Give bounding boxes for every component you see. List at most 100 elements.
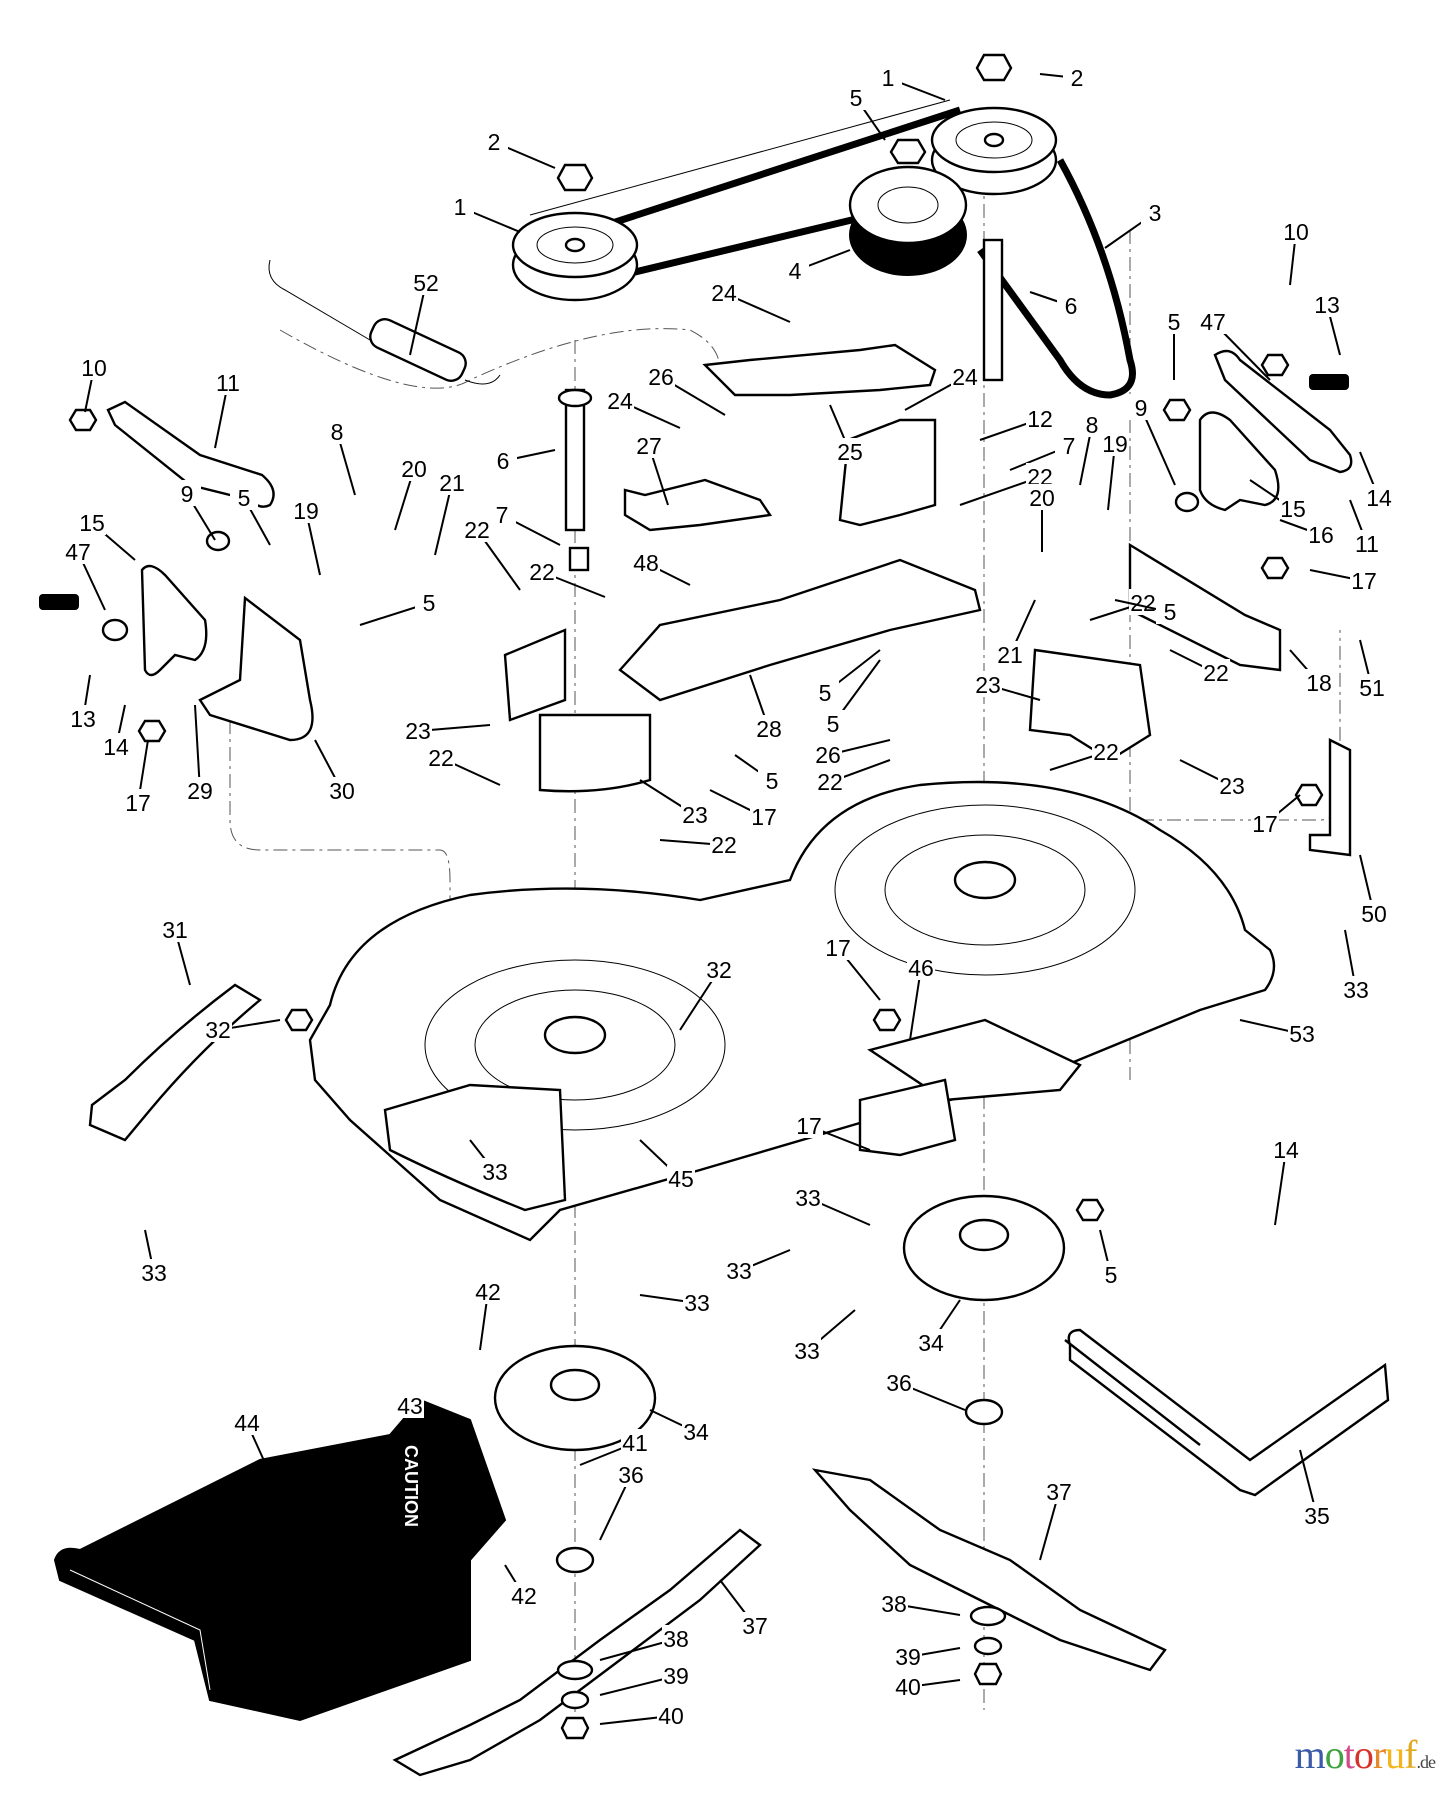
lift-arm-right-11 — [1213, 349, 1353, 474]
callout-background — [1202, 659, 1230, 685]
callout-background — [606, 387, 634, 413]
callout-label-20: 20 — [1029, 485, 1055, 511]
callout-label-48: 48 — [633, 550, 659, 576]
callout-label-45: 45 — [668, 1166, 694, 1192]
callout-label-51: 51 — [1359, 675, 1385, 701]
bracket-35 — [1064, 1328, 1390, 1497]
callout-label-7: 7 — [1063, 433, 1076, 459]
callout-background — [1101, 430, 1129, 456]
blade-left — [392, 1528, 762, 1777]
callout-background — [996, 641, 1024, 667]
callout-background — [795, 1112, 823, 1138]
callout-background — [1097, 1261, 1125, 1287]
callout-label-14: 14 — [1366, 485, 1392, 511]
callout-label-39: 39 — [663, 1663, 689, 1689]
bracket-46 — [858, 1018, 1082, 1157]
callout-label-30: 30 — [329, 778, 355, 804]
callout-background — [396, 1392, 424, 1418]
callout-label-8: 8 — [331, 419, 344, 445]
nuts — [556, 53, 1013, 192]
callout-label-2: 2 — [488, 129, 501, 155]
callout-label-47: 47 — [65, 539, 91, 565]
callout-label-5: 5 — [423, 590, 436, 616]
callout-background — [1199, 308, 1227, 334]
callout-background — [894, 1643, 922, 1669]
callout-background — [64, 538, 92, 564]
belt-guards-23 — [503, 628, 1152, 793]
callout-background — [323, 418, 351, 444]
callout-label-24: 24 — [952, 364, 978, 390]
callout-background — [662, 1662, 690, 1688]
callout-label-32: 32 — [205, 1017, 231, 1043]
callout-label-6: 6 — [1065, 293, 1078, 319]
callout-background — [1360, 900, 1388, 926]
callout-background — [1307, 521, 1335, 547]
callout-label-37: 37 — [742, 1613, 768, 1639]
callout-label-33: 33 — [1343, 977, 1369, 1003]
callout-label-22: 22 — [428, 745, 454, 771]
baffle-31 — [88, 983, 263, 1142]
callout-background — [741, 1612, 769, 1638]
bearings — [555, 1398, 1004, 1574]
callout-background — [427, 744, 455, 770]
callout-background — [617, 1461, 645, 1487]
callout-background — [1365, 484, 1393, 510]
callout-label-39: 39 — [895, 1644, 921, 1670]
callout-label-17: 17 — [1252, 811, 1278, 837]
callout-label-46: 46 — [908, 955, 934, 981]
callout-background — [186, 777, 214, 803]
callout-label-36: 36 — [618, 1462, 644, 1488]
callout-background — [80, 354, 108, 380]
callout-label-17: 17 — [1351, 568, 1377, 594]
callout-background — [214, 369, 242, 395]
callout-label-50: 50 — [1361, 901, 1387, 927]
callout-background — [463, 516, 491, 542]
callout-label-19: 19 — [1102, 431, 1128, 457]
callout-background — [161, 916, 189, 942]
callout-background — [474, 1278, 502, 1304]
watermark-logo: motoruf.de — [1294, 1732, 1436, 1777]
callout-background — [1353, 530, 1381, 556]
callout-label-44: 44 — [234, 1410, 260, 1436]
callout-background — [510, 1582, 538, 1608]
callout-label-40: 40 — [658, 1703, 684, 1729]
callout-background — [874, 64, 902, 90]
callout-label-5: 5 — [827, 711, 840, 737]
callout-label-24: 24 — [607, 388, 633, 414]
callout-background — [710, 279, 738, 305]
blade-right — [811, 1468, 1167, 1672]
spring-52 — [268, 259, 501, 385]
callout-label-13: 13 — [1314, 292, 1340, 318]
callout-label-38: 38 — [663, 1626, 689, 1652]
callout-label-26: 26 — [815, 742, 841, 768]
callout-label-43: 43 — [397, 1393, 423, 1419]
discharge-chute: CAUTION — [53, 1398, 507, 1722]
callout-label-5: 5 — [1105, 1262, 1118, 1288]
callout-label-34: 34 — [918, 1330, 944, 1356]
callout-background — [1129, 589, 1157, 615]
callout-background — [816, 768, 844, 794]
callout-label-22: 22 — [1203, 660, 1229, 686]
callout-background — [1251, 810, 1279, 836]
pulley-left — [511, 211, 639, 302]
callout-label-37: 37 — [1046, 1479, 1072, 1505]
callout-background — [489, 447, 517, 473]
callout-label-22: 22 — [817, 769, 843, 795]
callout-label-5: 5 — [1168, 309, 1181, 335]
callout-background — [1092, 738, 1120, 764]
callout-label-10: 10 — [1283, 219, 1309, 245]
callout-background — [705, 956, 733, 982]
callout-label-21: 21 — [439, 470, 465, 496]
callout-label-2: 2 — [1071, 65, 1084, 91]
callout-label-53: 53 — [1289, 1021, 1315, 1047]
callout-background — [647, 363, 675, 389]
callout-label-3: 3 — [1149, 200, 1162, 226]
callout-label-38: 38 — [881, 1591, 907, 1617]
callout-background — [657, 1702, 685, 1728]
caution-label: CAUTION — [401, 1445, 421, 1527]
callout-background — [632, 549, 660, 575]
callout-label-5: 5 — [238, 485, 251, 511]
callout-background — [1045, 1478, 1073, 1504]
callout-label-28: 28 — [756, 716, 782, 742]
